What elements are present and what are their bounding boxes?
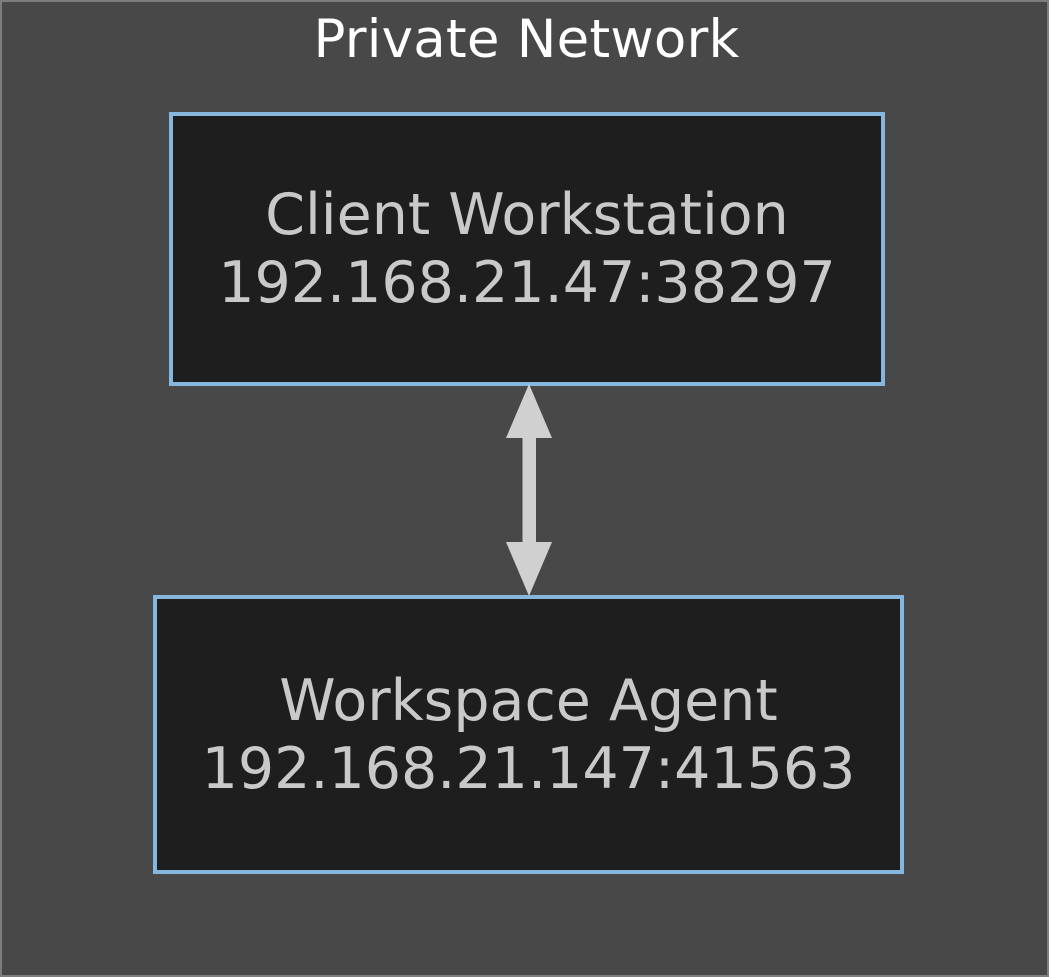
node-workspace-agent[interactable]: Workspace Agent 192.168.21.147:41563 — [153, 595, 904, 874]
arrowhead-down-icon — [506, 542, 552, 596]
arrow-shaft — [522, 434, 536, 546]
node-client-workstation[interactable]: Client Workstation 192.168.21.47:38297 — [169, 112, 885, 386]
arrowhead-up-icon — [506, 384, 552, 438]
bidirectional-arrow-icon — [481, 382, 579, 598]
node-workspace-agent-address: 192.168.21.147:41563 — [201, 735, 856, 802]
node-client-workstation-label: Client Workstation — [265, 182, 789, 248]
node-client-workstation-address: 192.168.21.47:38297 — [218, 250, 836, 316]
cluster-title: Private Network — [313, 9, 740, 70]
node-workspace-agent-label: Workspace Agent — [279, 667, 778, 734]
